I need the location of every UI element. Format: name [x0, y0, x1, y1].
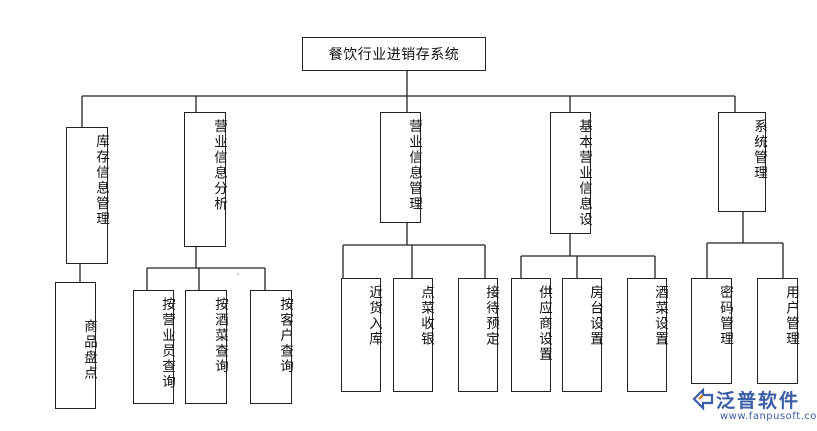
leaf-supplier-settings: 供应商设置	[511, 278, 552, 392]
leaf-query-by-customer: 按客户查询	[250, 290, 293, 404]
module-sales-management-label: 营业信息管理	[406, 119, 422, 212]
leaf-query-by-staff: 按营业员查询	[133, 290, 175, 404]
leaf-room-table-settings: 房台设置	[562, 278, 603, 392]
leaf-order-checkout: 点菜收银	[393, 278, 434, 392]
fanpu-logo-icon	[692, 387, 714, 411]
leaf-dish-settings-label: 酒菜设置	[652, 285, 668, 347]
module-system-management-label: 系统管理	[751, 119, 767, 181]
watermark-url: www.fanpusoft.com	[720, 411, 817, 422]
leaf-query-by-staff-label: 按营业员查询	[159, 297, 175, 390]
leaf-order-checkout-label: 点菜收银	[418, 285, 434, 347]
leaf-password-management: 密码管理	[691, 278, 733, 384]
leaf-room-table-settings-label: 房台设置	[587, 285, 603, 347]
leaf-query-by-dish-label: 按酒菜查询	[212, 297, 228, 375]
leaf-supplier-settings-label: 供应商设置	[536, 285, 552, 363]
leaf-reception-booking-label: 接待预定	[483, 285, 499, 347]
module-sales-analysis-label: 营业信息分析	[211, 119, 227, 212]
module-system-management: 系统管理	[718, 112, 767, 212]
leaf-dish-settings: 酒菜设置	[627, 278, 668, 392]
leaf-password-management-label: 密码管理	[717, 285, 733, 347]
module-basic-settings: 基本营业信息设	[550, 112, 592, 234]
leaf-goods-inbound: 近货入库	[341, 278, 382, 392]
module-inventory-label: 库存信息管理	[93, 134, 109, 227]
module-sales-management: 营业信息管理	[380, 112, 422, 223]
leaf-query-by-dish: 按酒菜查询	[185, 290, 228, 404]
module-basic-settings-label: 基本营业信息设	[576, 119, 592, 228]
leaf-user-management-label: 用户管理	[783, 285, 799, 347]
leaf-stocktake: 商品盘点	[55, 282, 97, 409]
leaf-stocktake-label: 商品盘点	[81, 319, 97, 381]
watermark-title: 泛普软件	[716, 390, 801, 412]
module-inventory: 库存信息管理	[66, 127, 109, 264]
leaf-user-management: 用户管理	[757, 278, 799, 384]
leaf-reception-booking: 接待预定	[458, 278, 499, 392]
leaf-goods-inbound-label: 近货入库	[366, 285, 382, 347]
root-node: 餐饮行业进销存系统	[302, 37, 486, 71]
root-label: 餐饮行业进销存系统	[328, 47, 460, 63]
module-sales-analysis: 营业信息分析	[184, 112, 227, 247]
leaf-query-by-customer-label: 按客户查询	[277, 297, 293, 375]
watermark: 泛普软件 www.fanpusoft.com	[690, 384, 817, 429]
